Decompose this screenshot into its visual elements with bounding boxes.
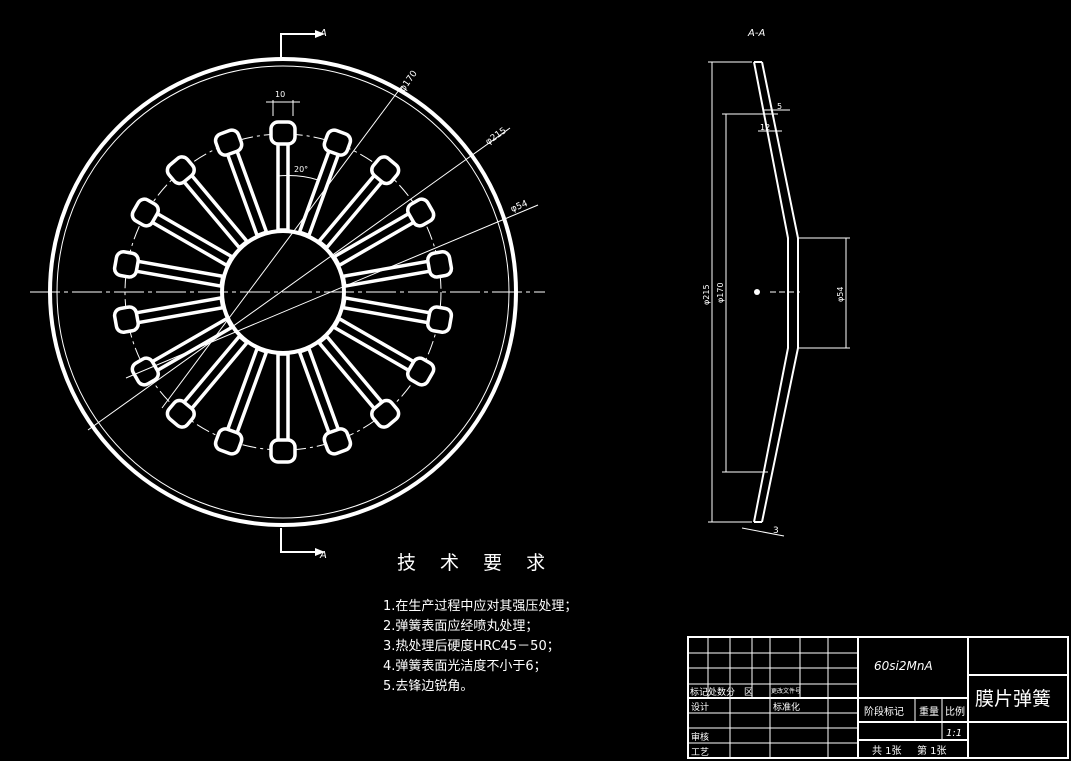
section-view: A-A φ215 φ170 φ54 5 12 3 bbox=[702, 28, 850, 537]
requirement-item: 3.热处理后硬度HRC45－50； bbox=[383, 639, 560, 654]
requirements-title: 技 术 要 求 bbox=[397, 552, 555, 574]
label-offset-12: 12 bbox=[760, 123, 770, 132]
front-view: A A φ170 φ215 φ54 10 20° bbox=[30, 28, 545, 561]
requirement-item: 4.弹簧表面光洁度不小于6； bbox=[383, 659, 547, 674]
finger-slot-end bbox=[213, 128, 244, 157]
finger-slot bbox=[316, 155, 401, 251]
sheet-total-text: 共 1张 bbox=[872, 745, 902, 757]
finger-slot-end bbox=[112, 305, 140, 334]
finger-slot-end bbox=[370, 398, 401, 429]
finger-slot-body bbox=[341, 295, 434, 325]
profile-inner bbox=[761, 61, 799, 523]
finger-slot-end bbox=[426, 305, 454, 334]
finger-slot-body bbox=[276, 140, 290, 232]
leader-dia-170 bbox=[161, 85, 403, 409]
requirement-item: 5.去锋边锐角。 bbox=[383, 679, 474, 694]
finger-slot-body bbox=[341, 259, 434, 289]
finger-slot-body bbox=[331, 210, 418, 268]
finger-slot-end bbox=[112, 250, 140, 279]
leader-dia-54 bbox=[125, 204, 539, 379]
finger-slot-body bbox=[148, 316, 235, 374]
finger-slot-body bbox=[331, 316, 418, 374]
rev-header-text: 标记处数分 区 bbox=[690, 686, 753, 698]
process-text: 工艺 bbox=[691, 747, 709, 758]
change-doc-text: 更改文件号 bbox=[771, 687, 801, 695]
label-side-215: φ215 bbox=[702, 284, 711, 305]
finger-slot bbox=[165, 155, 250, 251]
finger-slot-body bbox=[276, 352, 290, 444]
finger-slot bbox=[269, 120, 297, 232]
label-dia-215: φ215 bbox=[484, 126, 509, 147]
profile-outer bbox=[753, 61, 789, 523]
design-text: 设计 bbox=[691, 701, 709, 713]
requirement-item: 1.在生产过程中应对其强压处理； bbox=[383, 599, 578, 614]
finger-slot-end bbox=[165, 155, 196, 186]
label-bottom-3: 3 bbox=[773, 526, 779, 536]
label-dia-170: φ170 bbox=[398, 69, 420, 94]
label-pitch-angle: 20° bbox=[294, 165, 308, 174]
title-block bbox=[687, 636, 1069, 759]
finger-slot bbox=[213, 346, 269, 456]
standardize-text: 标准化 bbox=[773, 701, 800, 713]
finger-slot bbox=[341, 250, 454, 289]
finger-slot-end bbox=[370, 155, 401, 186]
technical-requirements: 技 术 要 求 1.在生产过程中应对其强压处理； 2.弹簧表面应经喷丸处理； 3… bbox=[383, 548, 577, 697]
finger-slot-body bbox=[132, 295, 225, 325]
material-text: 60si2MnA bbox=[874, 659, 933, 673]
finger-slot-end bbox=[213, 427, 244, 456]
scale-value-text: 1:1 bbox=[946, 728, 962, 739]
finger-slot bbox=[341, 295, 454, 334]
title-block-texts: 60si2MnA 膜片弹簧 标记处数分 区 更改文件号 设计 标准化 审核 工艺… bbox=[690, 659, 1051, 758]
dim-3-line bbox=[741, 527, 785, 537]
finger-slot bbox=[213, 128, 269, 238]
section-line-top bbox=[280, 33, 315, 60]
label-side-170: φ170 bbox=[716, 282, 725, 303]
requirements-list: 1.在生产过程中应对其强压处理； 2.弹簧表面应经喷丸处理； 3.热处理后硬度H… bbox=[383, 597, 577, 697]
finger-slot bbox=[269, 352, 297, 464]
finger-slot bbox=[112, 295, 225, 334]
section-view-title: A-A bbox=[747, 28, 765, 39]
finger-slot-body bbox=[132, 259, 225, 289]
finger-slot-end bbox=[130, 197, 161, 228]
section-marker-top: A bbox=[319, 28, 327, 39]
finger-slot bbox=[331, 316, 436, 387]
review-text: 审核 bbox=[691, 731, 709, 743]
finger-slot bbox=[316, 333, 401, 429]
requirement-item: 2.弹簧表面应经喷丸处理； bbox=[383, 619, 539, 634]
stage-mark-text: 阶段标记 bbox=[864, 705, 904, 718]
sheet-no-text: 第 1张 bbox=[917, 744, 947, 757]
section-center-dot bbox=[754, 289, 760, 295]
label-side-54: φ54 bbox=[836, 287, 845, 302]
section-arrow-top bbox=[315, 30, 325, 38]
finger-slot-end bbox=[165, 398, 196, 429]
finger-slot-body bbox=[148, 210, 235, 268]
weight-text: 重量 bbox=[919, 705, 939, 718]
finger-slot-end bbox=[426, 250, 454, 279]
finger-slot bbox=[297, 128, 353, 238]
finger-slot-end bbox=[269, 438, 297, 464]
finger-slot-end bbox=[269, 120, 297, 146]
finger-slot bbox=[112, 250, 225, 289]
finger-slots bbox=[112, 120, 454, 464]
scale-label-text: 比例 bbox=[945, 705, 965, 718]
finger-slot bbox=[331, 197, 436, 268]
angle-arc bbox=[276, 175, 319, 181]
section-marker-bottom: A bbox=[319, 550, 327, 561]
finger-slot bbox=[297, 346, 353, 456]
finger-slot bbox=[165, 333, 250, 429]
finger-slot-end bbox=[322, 427, 353, 456]
leader-dia-215 bbox=[87, 127, 511, 431]
finger-slot-end bbox=[405, 197, 436, 228]
finger-slot-end bbox=[405, 356, 436, 387]
section-arrow-bottom bbox=[315, 548, 325, 556]
finger-slot-end bbox=[322, 128, 353, 157]
label-thickness: 5 bbox=[777, 102, 782, 111]
section-line-bottom bbox=[280, 528, 315, 553]
part-name-text: 膜片弹簧 bbox=[975, 688, 1051, 710]
label-slot-width: 10 bbox=[275, 90, 285, 99]
finger-slot bbox=[130, 197, 235, 268]
